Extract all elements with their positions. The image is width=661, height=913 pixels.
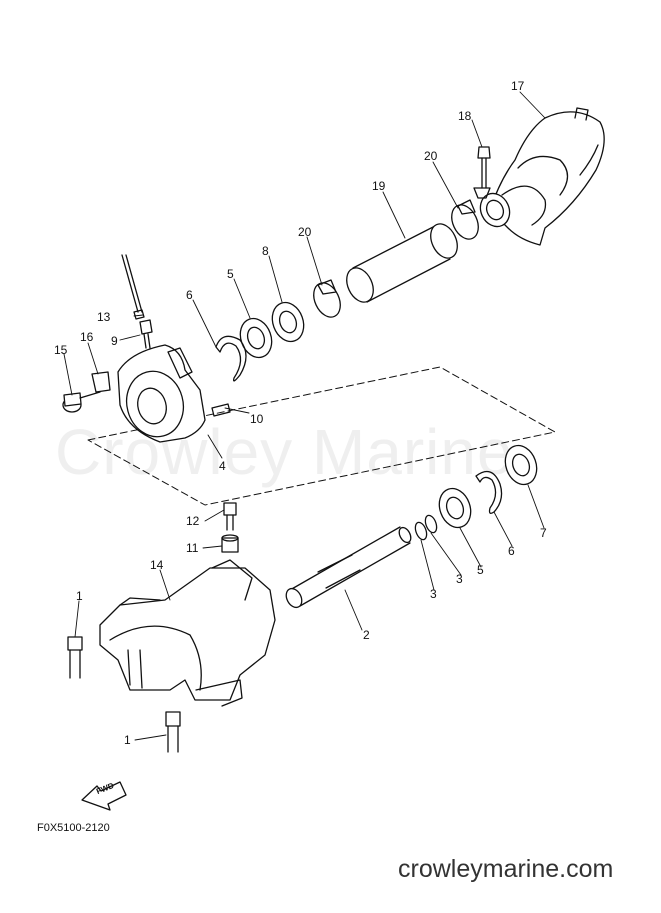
cable-lines [121,254,143,313]
callout-10: 10 [250,412,264,426]
callout-9: 9 [111,334,118,348]
part-2-shaft [285,526,412,609]
watermark-text: Crowley Marine [55,416,514,488]
part-6-circlip-lower [475,470,503,514]
part-19-hose [346,223,458,303]
callout-5: 5 [227,267,234,281]
callout-11: 11 [186,541,199,555]
callout-4: 4 [219,459,226,473]
callout-3: 3 [430,587,437,601]
callout-1: 1 [124,733,131,747]
callout-2: 2 [363,628,370,642]
callout-20: 20 [424,149,438,163]
callout-15: 15 [54,343,68,357]
part-20-hose-clamp-upper [451,199,479,240]
callout-7: 7 [540,526,547,540]
callout-5: 5 [477,563,484,577]
site-name: crowleymarine.com [398,855,614,883]
callout-18: 18 [458,109,472,123]
callout-20: 20 [298,225,312,239]
callout-14: 14 [150,558,164,572]
part-4-bearing-housing [117,344,206,443]
assembly-boundary [87,366,556,506]
part-3-o-ring-a [414,521,428,541]
part-10-dowel-pin [211,403,231,417]
part-20-hose-clamp-lower [313,279,341,318]
part-14-lower-housing [99,559,276,707]
part-5-bearing-upper [239,317,273,359]
callout-19: 19 [372,179,386,193]
part-7-seal [504,444,538,486]
callout-3: 3 [456,572,463,586]
part-11-collar [221,534,239,553]
part-15-bolt [62,391,101,413]
part-1-bolt-lower [165,711,181,753]
fwd-arrow-icon [81,781,127,811]
callout-16: 16 [80,330,94,344]
leader-lines [63,91,546,741]
callout-6: 6 [186,288,193,302]
part-8-bearing [271,301,305,343]
callout-6: 6 [508,544,515,558]
callout-12: 12 [186,514,200,528]
part-3-o-ring-b [424,514,438,534]
part-13-nut [133,309,145,320]
callout-1: 1 [76,589,83,603]
callout-13: 13 [97,310,111,324]
part-5-bearing-lower [438,487,472,529]
part-9-bolt [139,319,153,349]
part-17-nozzle-housing [479,107,605,246]
part-18-bolt [473,146,491,199]
callout-8: 8 [262,244,269,258]
part-12-bolt [223,502,237,531]
callout-17: 17 [511,79,525,93]
figure-code: F0X5100-2120 [37,822,110,834]
part-16-bracket [91,371,111,393]
part-1-bolt-upper [67,636,83,679]
part-6-circlip-upper [215,335,247,382]
